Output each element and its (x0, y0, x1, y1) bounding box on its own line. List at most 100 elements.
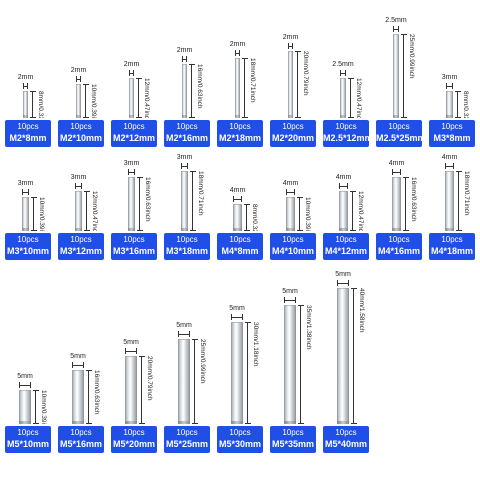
quantity-label: 10pcs (229, 235, 251, 244)
diameter-label: 3mm (176, 154, 193, 161)
length-label: 20mm/0.79inch (302, 51, 309, 96)
size-label: M5*25mm (165, 439, 209, 449)
dowel-pin (76, 84, 81, 118)
diameter-label: 3mm (441, 74, 458, 81)
length-label: 8mm/0.32inch (462, 91, 469, 118)
size-label: M5*20mm (112, 439, 156, 449)
length-dimension-line (31, 197, 37, 231)
length-label: 25mm/0.99inch (408, 34, 415, 79)
length-label: 18mm/0.71inch (463, 171, 470, 216)
length-dimension-line (86, 370, 92, 424)
diameter-dimension-line (446, 83, 453, 89)
quantity-label: 10pcs (123, 122, 145, 131)
quantity-label: 10pcs (441, 235, 463, 244)
length-label: 10mm/0.39inch (90, 84, 97, 118)
length-label: 12mm/0.47inch (357, 191, 364, 231)
dowel-pin (393, 34, 399, 118)
size-label: M3*16mm (112, 246, 156, 256)
diameter-label: 2mm (70, 67, 87, 74)
quantity-label: 10pcs (335, 235, 357, 244)
size-label: M5*40mm (324, 439, 368, 449)
dowel-pin (339, 191, 348, 231)
diameter-label: 5mm (229, 305, 245, 312)
length-label: 8mm/0.32inch (37, 91, 44, 118)
quantity-label: 10pcs (282, 428, 304, 437)
quantity-label: 10pcs (335, 122, 357, 131)
length-label: 35mm/1.38inch (305, 305, 312, 350)
length-label: 20mm/0.79inch (146, 356, 153, 401)
length-label: 16mm/0.63inch (196, 64, 203, 109)
diameter-label: 2mm (123, 61, 140, 68)
diameter-label: 4mm (282, 180, 299, 187)
quantity-label: 10pcs (176, 122, 198, 131)
size-label: M2*12mm (112, 133, 156, 143)
size-label: M2*10mm (59, 133, 103, 143)
length-dimension-line (456, 171, 462, 231)
diameter-label: 3mm (70, 174, 87, 181)
diameter-dimension-line (76, 76, 81, 82)
dowel-pin (22, 197, 29, 231)
diameter-dimension-line (286, 189, 295, 195)
length-dimension-line (33, 390, 39, 424)
diameter-dimension-line (339, 183, 348, 189)
length-label: 10mm/0.39inch (304, 197, 311, 231)
quantity-label: 10pcs (70, 428, 92, 437)
length-dimension-line (403, 177, 409, 231)
length-label: 10mm/0.39inch (40, 390, 47, 424)
diameter-dimension-line (393, 26, 399, 32)
length-label: 16mm/0.63inch (410, 177, 417, 222)
size-label: M4*8mm (221, 246, 259, 256)
size-label: M2.5*25mm (376, 133, 426, 143)
dowel-pin (337, 288, 349, 424)
dowel-pin (128, 177, 135, 231)
dowel-pin (178, 339, 190, 424)
diameter-label: 2mm (176, 47, 193, 54)
diameter-label: 5mm (335, 271, 351, 278)
diameter-label: 2.5mm (385, 17, 407, 24)
length-label: 12mm/0.47inch (91, 191, 98, 231)
diameter-dimension-line (445, 163, 454, 169)
diameter-dimension-line (288, 43, 293, 49)
size-label: M5*30mm (218, 439, 262, 449)
dowel-pin (72, 370, 84, 424)
length-dimension-line (192, 339, 198, 424)
length-dimension-line (351, 288, 357, 424)
length-dimension-line (401, 34, 407, 118)
length-dimension-line (298, 305, 304, 424)
length-label: 18mm/0.71inch (249, 58, 256, 103)
quantity-label: 10pcs (17, 235, 39, 244)
diameter-dimension-line (129, 70, 134, 76)
length-dimension-line (137, 177, 143, 231)
diameter-dimension-line (392, 169, 401, 175)
size-label: M3*8mm (433, 133, 471, 143)
length-dimension-line (83, 84, 89, 118)
length-label: 12mm/0.47inch (355, 78, 362, 118)
diameter-dimension-line (337, 280, 349, 286)
quantity-label: 10pcs (388, 122, 410, 131)
dowel-pin (392, 177, 401, 231)
size-label: M2.5*12mm (323, 133, 373, 143)
size-label: M4*10mm (271, 246, 315, 256)
length-label: 18mm/0.71inch (197, 171, 204, 216)
dowel-pin (286, 197, 295, 231)
dowel-pin (182, 64, 187, 118)
diameter-label: 5mm (123, 339, 139, 346)
diameter-label: 2.5mm (332, 61, 354, 68)
length-label: 10mm/0.39inch (38, 197, 45, 231)
diameter-dimension-line (182, 56, 187, 62)
diameter-label: 2mm (229, 41, 246, 48)
diameter-label: 3mm (17, 180, 34, 187)
diameter-dimension-line (340, 70, 346, 76)
